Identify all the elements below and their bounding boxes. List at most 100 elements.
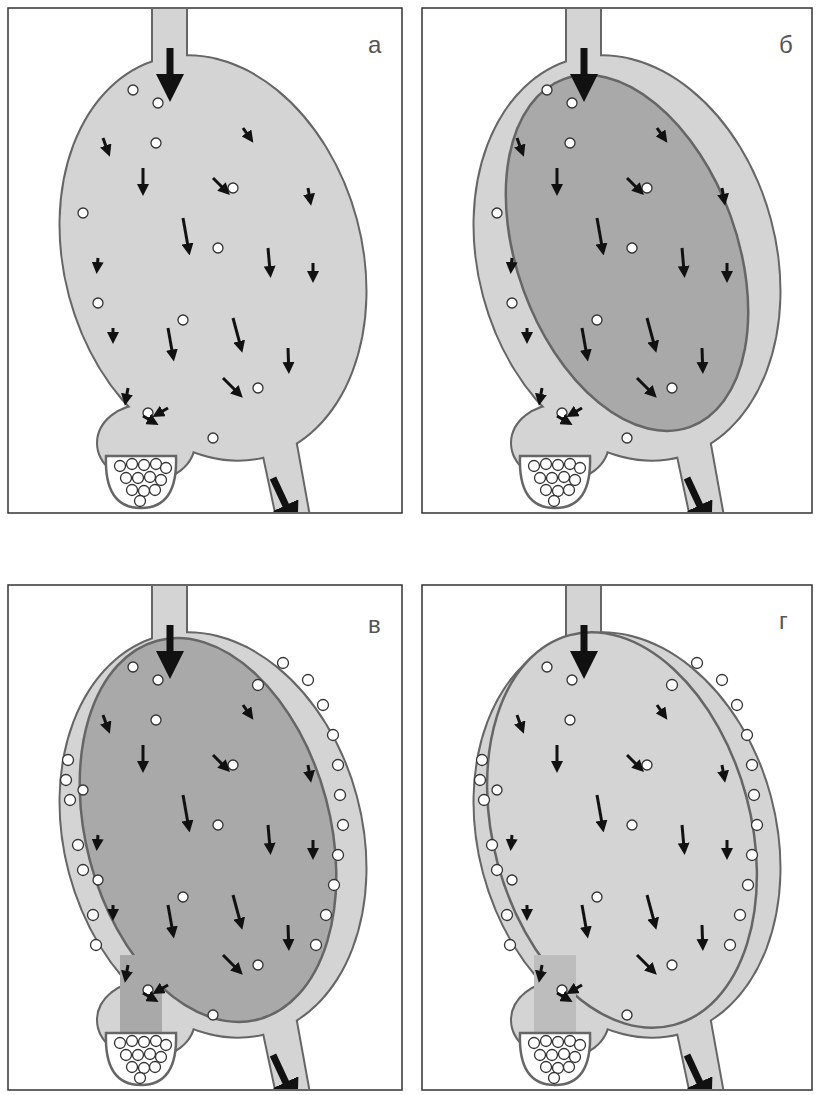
inlet-tube xyxy=(153,9,186,96)
flow-arrow xyxy=(183,218,189,250)
vessel-body xyxy=(431,22,811,495)
flow-arrow xyxy=(682,248,684,272)
particle xyxy=(213,820,223,830)
flow-arrow xyxy=(726,263,729,277)
particle xyxy=(541,459,552,470)
outlet-tube xyxy=(672,428,724,512)
particle xyxy=(559,1049,570,1060)
particle xyxy=(549,496,560,507)
particle xyxy=(592,315,602,325)
particle xyxy=(575,1040,586,1051)
flow-arrow xyxy=(517,715,522,728)
particle xyxy=(73,840,84,851)
flow-arrow xyxy=(273,478,292,512)
particle xyxy=(156,1052,167,1063)
flow-arrow xyxy=(183,795,189,827)
panel-letter: в xyxy=(365,612,384,638)
particle xyxy=(642,760,652,770)
panel-letter: б xyxy=(776,32,796,58)
particle xyxy=(139,460,150,471)
flow-arrow xyxy=(168,328,173,356)
flow-arrow xyxy=(143,993,153,999)
particle xyxy=(91,940,102,951)
flow-arrow xyxy=(597,218,603,250)
flow-arrow xyxy=(597,795,603,827)
flow-arrow xyxy=(510,835,514,845)
particle xyxy=(127,1062,138,1073)
flow-arrow xyxy=(112,328,115,338)
particle xyxy=(567,675,577,685)
flow-arrow xyxy=(687,1055,706,1089)
flow-arrow xyxy=(223,955,239,971)
outlet-tube xyxy=(672,428,724,512)
particle xyxy=(115,1038,126,1049)
panel-letter: г xyxy=(776,608,791,634)
flow-arrow xyxy=(213,755,226,768)
particle xyxy=(542,85,552,95)
particle xyxy=(717,675,728,686)
inlet-tube xyxy=(153,9,186,96)
particle xyxy=(492,208,502,218)
flow-arrow xyxy=(540,965,542,977)
particle xyxy=(318,700,329,711)
flow-arrow xyxy=(142,168,145,190)
particle xyxy=(303,675,314,686)
particle xyxy=(61,775,72,786)
particle xyxy=(667,960,677,970)
particle xyxy=(311,940,322,951)
flow-arrow xyxy=(581,625,588,665)
particle xyxy=(115,461,126,472)
particle xyxy=(477,755,488,766)
flow-arrow xyxy=(96,835,100,845)
particle xyxy=(570,1052,581,1063)
particle xyxy=(529,461,540,472)
flow-arrow xyxy=(112,905,115,915)
flow-arrow xyxy=(682,825,684,849)
particle xyxy=(161,463,172,474)
particle xyxy=(333,850,344,861)
particle xyxy=(541,1036,552,1047)
flow-arrow xyxy=(143,416,153,422)
vessel-body xyxy=(17,599,401,1072)
flow-arrow xyxy=(627,755,640,768)
particle xyxy=(553,486,564,497)
particle xyxy=(178,892,188,902)
particle xyxy=(567,98,577,108)
panel xyxy=(8,6,409,522)
vessel xyxy=(431,9,811,512)
flow-arrow xyxy=(556,168,559,190)
flow-arrow xyxy=(657,128,664,138)
flow-arrow xyxy=(510,258,514,268)
flow-arrow xyxy=(142,745,145,767)
particle xyxy=(529,1038,540,1049)
inner-neck xyxy=(120,955,162,1035)
particle xyxy=(549,1073,560,1084)
flow-arrow xyxy=(103,715,108,728)
particle xyxy=(338,820,349,831)
vessel-body xyxy=(431,22,811,495)
particle xyxy=(642,183,652,193)
flow-arrow xyxy=(312,840,315,854)
flow-arrow xyxy=(581,48,588,88)
particle xyxy=(139,486,150,497)
particle xyxy=(627,243,637,253)
particle xyxy=(133,1050,144,1061)
vessel xyxy=(17,586,401,1089)
flow-arrow xyxy=(243,705,250,715)
flow-arrow xyxy=(233,895,241,924)
particle xyxy=(553,460,564,471)
flow-arrow xyxy=(168,905,173,933)
vessel-body xyxy=(17,22,401,495)
flow-arrow xyxy=(243,128,250,138)
flow-arrow xyxy=(126,388,128,400)
particle xyxy=(93,298,103,308)
flow-arrow xyxy=(582,328,587,356)
flow-arrow xyxy=(167,625,174,665)
panel xyxy=(422,6,818,522)
flow-arrow xyxy=(637,955,653,971)
particle xyxy=(749,790,760,801)
particle xyxy=(228,183,238,193)
particle xyxy=(627,820,637,830)
flow-arrow xyxy=(273,1055,292,1089)
outlet-tube xyxy=(258,428,310,512)
